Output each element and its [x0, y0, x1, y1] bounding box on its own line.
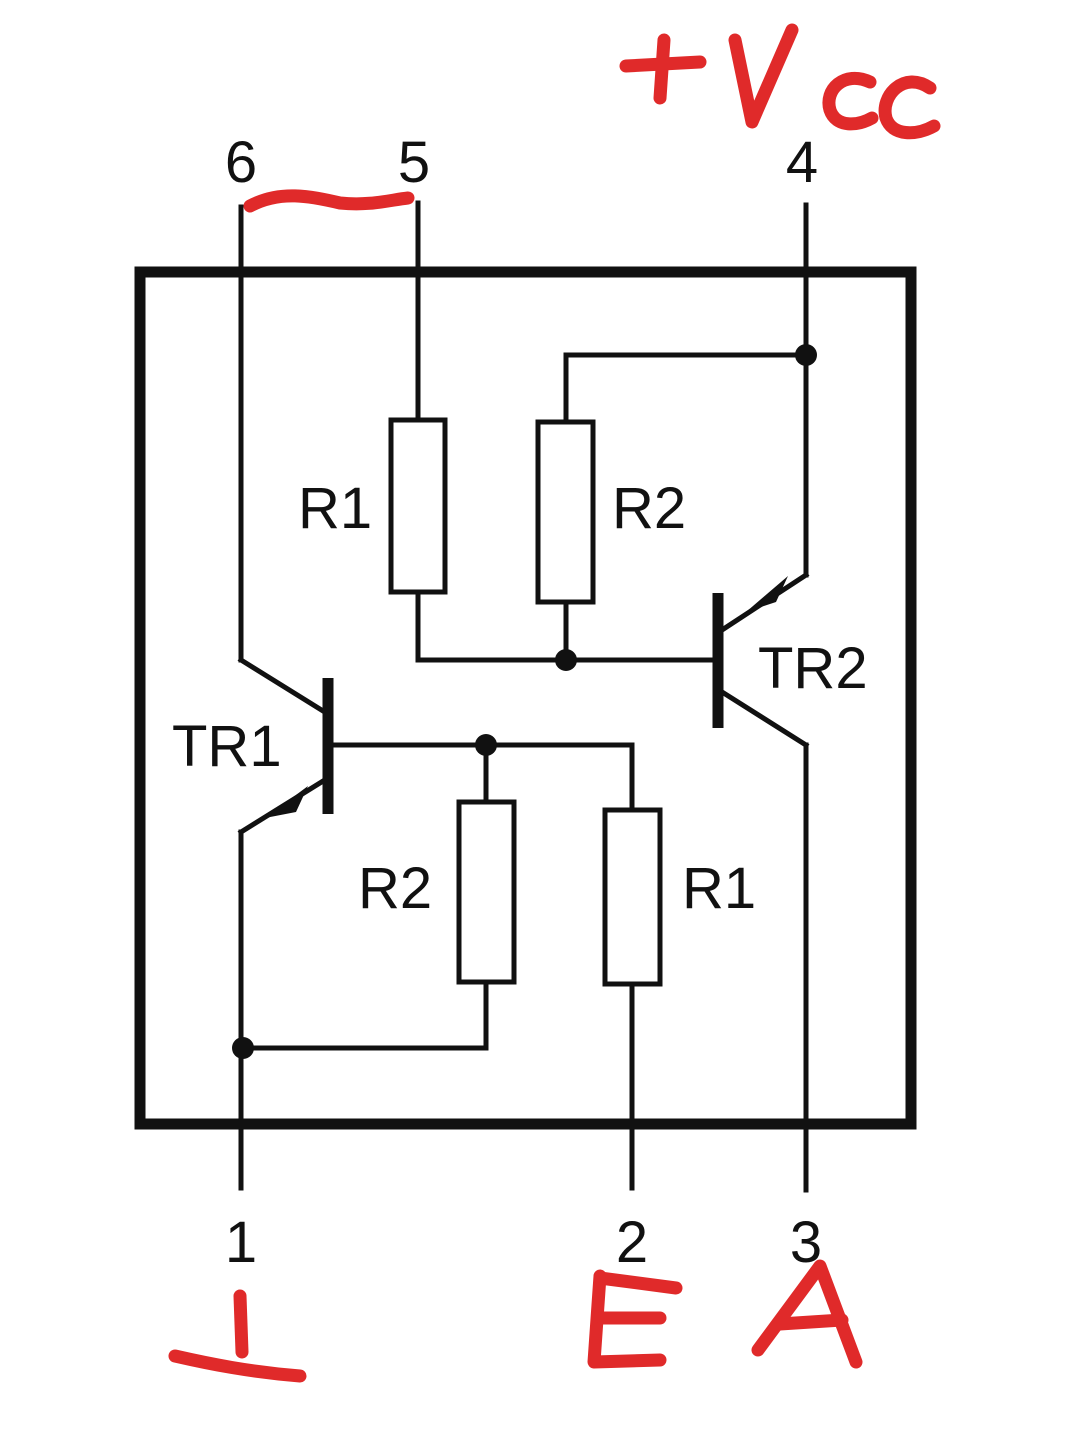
annotation-vcc: [619, 23, 941, 140]
annotation-L: [168, 1289, 307, 1383]
resistor-r1-bottom: [602, 807, 663, 987]
label-tr1: TR1: [172, 714, 282, 779]
label-r2-bottom: R2: [358, 856, 432, 921]
label-r2-top: R2: [612, 476, 686, 541]
pin-label-1: 1: [225, 1210, 257, 1275]
tr1-collector: [237, 656, 332, 718]
package-outline: [134, 266, 917, 1130]
junction-vcc: [795, 344, 817, 366]
resistor-r1-top: [388, 417, 448, 595]
pin-label-6: 6: [225, 130, 257, 195]
annotation-bridge-pin6-pin5: [243, 189, 415, 213]
label-r1-top: R1: [298, 476, 372, 541]
tr2-collector: [718, 688, 810, 749]
junction-tr1-base: [475, 734, 497, 756]
pin-label-5: 5: [398, 130, 430, 195]
pin-label-2: 2: [616, 1210, 648, 1275]
tr1-emitter-arrow: [265, 786, 308, 818]
tr2-emitter-arrow: [746, 576, 788, 612]
junction-pin1: [232, 1037, 254, 1059]
label-tr2: TR2: [758, 636, 868, 701]
resistor-r2-top: [535, 419, 596, 605]
resistor-r2-bottom: [456, 799, 517, 985]
pin-label-4: 4: [786, 130, 818, 195]
annotation-E: [587, 1269, 683, 1369]
label-r1-bottom: R1: [682, 856, 756, 921]
junction-tr2-base: [555, 649, 577, 671]
annotation-A: [751, 1259, 863, 1369]
